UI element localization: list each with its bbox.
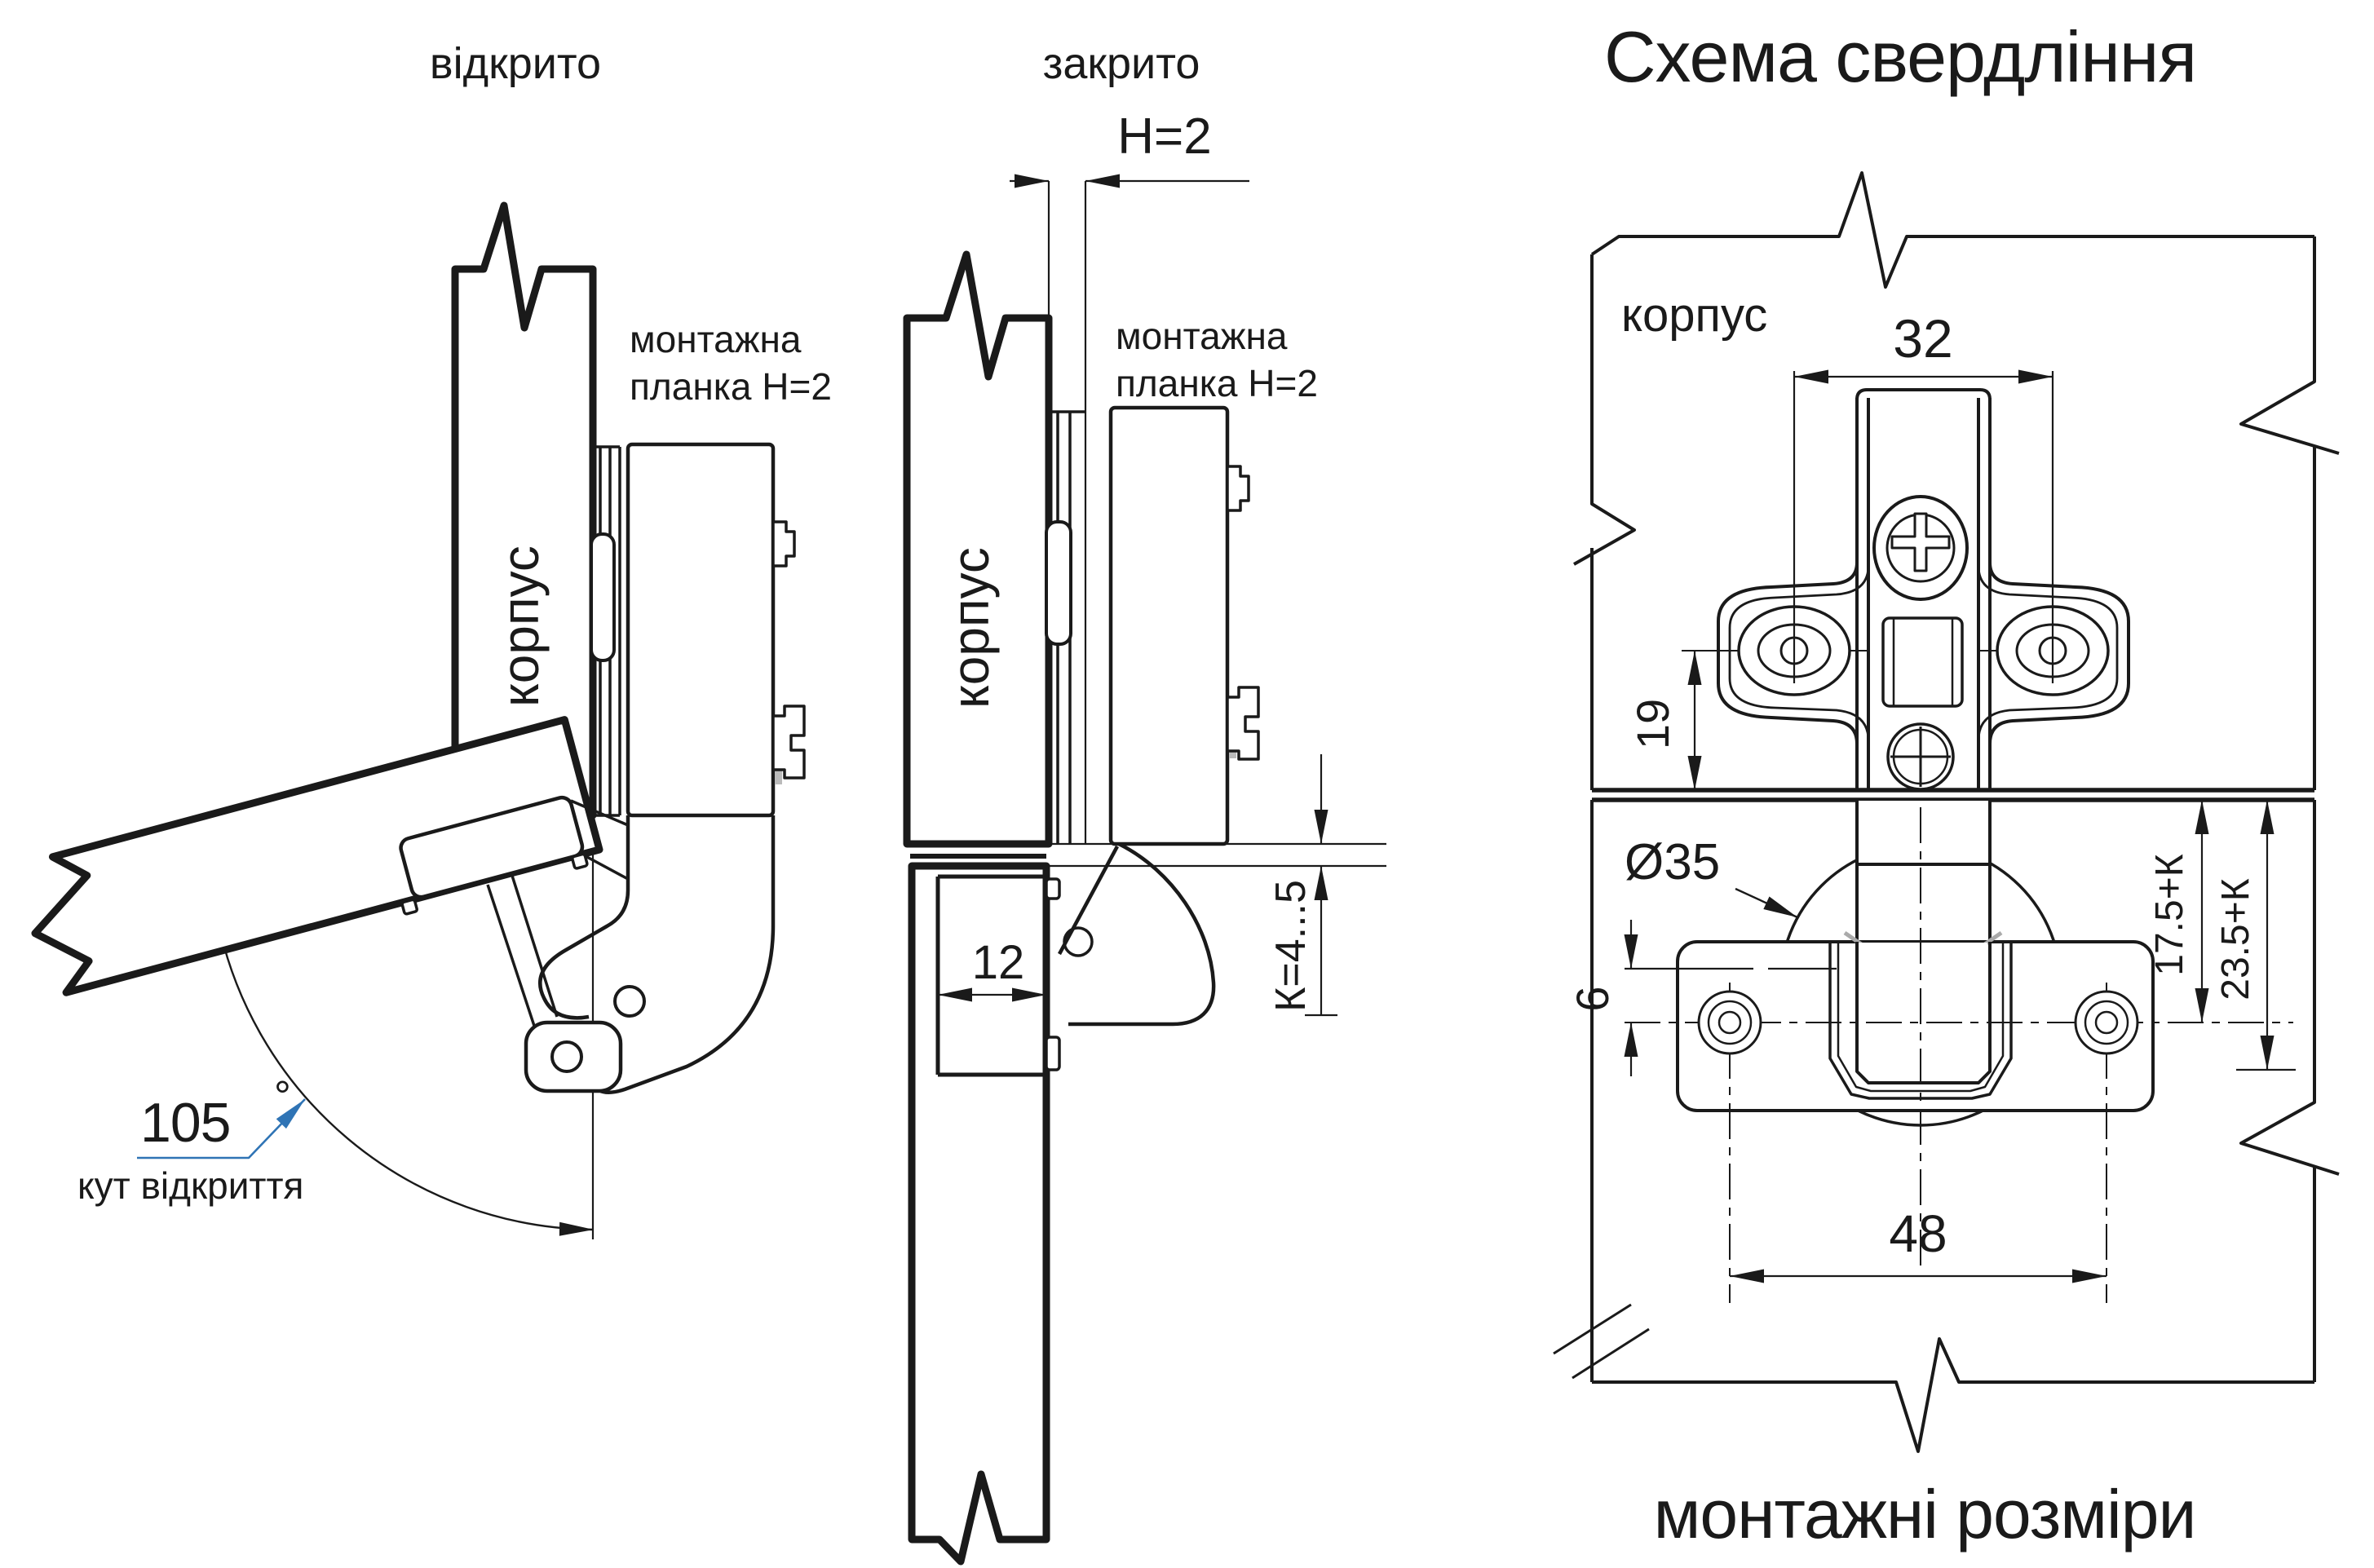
arm-strip-upper-lines (1855, 388, 1992, 790)
h2-arrow-left-icon (1015, 174, 1049, 188)
cup-slot-inner (1837, 942, 2005, 1093)
hinge-cup-pocket (399, 795, 585, 899)
plate-label-line1: монтажна (1116, 315, 1288, 357)
clearance-arrow-up-icon (1314, 866, 1328, 900)
dim235-arrow-down-icon (2260, 1036, 2275, 1070)
plate-label-line2: планка Н=2 (630, 365, 832, 408)
opening-angle-label: кут відкриття (77, 1164, 303, 1207)
door-right-edge-break (2239, 800, 2340, 1382)
cabinet-panel-label: корпус (491, 545, 550, 707)
arm-screw (1063, 926, 1094, 957)
arc-arrowhead-bottom-icon (559, 1221, 595, 1237)
dim48-text: 48 (1889, 1204, 1947, 1263)
dim32-text: 32 (1893, 308, 1952, 369)
plate-wing-left-inner (1728, 565, 1870, 741)
cabinet-panel-label: корпус (1621, 289, 1767, 342)
plate-label-line2: планка Н=2 (1116, 362, 1318, 404)
clearance-dimension-text: К=4...5 (1267, 880, 1315, 1012)
arm-in-cup-outline (1855, 942, 1992, 1084)
plate-wing-right-outer (1988, 562, 2130, 744)
drilling-scheme-title: Схема свердління (1604, 16, 2196, 97)
opening-angle-value: 105 (140, 1092, 230, 1154)
mounting-plate-tab (590, 532, 616, 662)
hinge-body-screw-tab-upper (771, 520, 796, 568)
h2-arrow-right-icon (1085, 174, 1120, 188)
hinge-arm-edge (1058, 845, 1119, 956)
panel-door-joint-lines (1592, 788, 2314, 802)
closed-view-title: закрито (1043, 39, 1200, 88)
hinge-body (1108, 405, 1230, 846)
cup-flange-tab-bottom (1045, 1036, 1061, 1071)
dim6-lines (1625, 920, 1837, 1076)
adjustment-screw-top (1872, 495, 1969, 601)
cup-flange-tab-top (1045, 877, 1061, 900)
dim175-arrow-down-icon (2195, 988, 2209, 1023)
dim48-arrow-right-icon (2072, 1269, 2107, 1283)
dim6-arrow-up-icon (1624, 1023, 1638, 1057)
plate-label-line1: монтажна (630, 318, 802, 360)
hinge-body-screw-tab-lower (1226, 686, 1260, 761)
hinge-linkage-lines (486, 799, 629, 1027)
cabinet-panel-top-edge (1590, 171, 2314, 289)
door-panel-outline (908, 862, 1050, 1566)
cabinet-panel-right-edge-break (2239, 236, 2340, 790)
cup-diameter-arrowhead-icon (1763, 896, 1801, 924)
cabinet-panel-outline (451, 201, 597, 819)
mounting-plate-tab (1045, 520, 1072, 646)
view-drilling-scheme: Схема свердління корпус (1553, 16, 2340, 1553)
dim175-arrow-up-icon (2195, 800, 2209, 834)
cup-flange-tab-left (400, 898, 418, 916)
clearance-reference-lines (1046, 842, 1386, 868)
dim175-text: 17.5+К (2148, 854, 2191, 975)
h2-dimension-text: Н=2 (1117, 108, 1211, 165)
cup-depth-text: 12 (972, 936, 1025, 989)
dim6-arrow-down-icon (1624, 934, 1638, 969)
plate-center-square (1881, 616, 1964, 708)
cup-screw-left (1697, 990, 1762, 1055)
degree-symbol: ° (274, 1073, 291, 1120)
open-door-group (31, 716, 603, 996)
open-view-title: відкрито (430, 39, 601, 88)
dim19-text: 19 (1627, 699, 1678, 749)
pivot-pin-lower (550, 1040, 583, 1073)
arm-strip-lower-lines (1855, 800, 1992, 942)
opening-angle-arc (214, 911, 595, 1231)
hinge-arm-inner-curve (538, 815, 630, 1020)
cabinet-panel-outline (903, 250, 1053, 848)
arm-in-cup-fill (1859, 943, 1987, 1080)
cup-diameter-text: Ø35 (1625, 834, 1720, 890)
cabinet-panel-left-edge-break (1573, 254, 1636, 790)
fixing-screw-bottom (1886, 722, 1955, 791)
dim32-lines (1793, 371, 2054, 683)
dim6-text: 6 (1567, 986, 1618, 1011)
dim48-arrow-left-icon (1730, 1269, 1764, 1283)
view-open-hinge: відкрито корпус монтажна планка Н=2 (31, 39, 832, 1239)
hinge-body (626, 442, 776, 818)
arm-strip-fill (1858, 801, 1988, 946)
mounting-dimensions-footer: монтажні розміри (1654, 1476, 2196, 1553)
hinge-body-screw-tab-upper (1226, 465, 1250, 512)
screw-vertical-centerlines (1729, 983, 2107, 1303)
hinge-arm-curve (1068, 841, 1216, 1027)
cup-flange-tab-right (571, 852, 589, 870)
plate-wing-left-outer (1717, 562, 1859, 744)
dim235-text: 23.5+К (2214, 878, 2257, 1000)
dim235-arrow-up-icon (2260, 800, 2275, 834)
door-corner-break-lines (1553, 1303, 1650, 1380)
clearance-arrow-down-icon (1314, 810, 1328, 844)
hinge-cup-pocket (935, 874, 1046, 1077)
door-bottom-edge-break (1592, 1337, 2314, 1453)
cup-screw-right (2074, 990, 2139, 1055)
dim235-lines (2236, 800, 2296, 1071)
view-closed-hinge: закрито Н=2 корпус монтажна планка Н=2 К… (903, 39, 1386, 1566)
plate-center-square-inner-lines (1892, 618, 1954, 706)
cabinet-panel-label: корпус (941, 547, 1000, 709)
pivot-pin-upper (613, 985, 646, 1018)
plate-wing-right-inner (1977, 565, 2119, 741)
hinge-body-screw-tab-lower (771, 704, 806, 780)
